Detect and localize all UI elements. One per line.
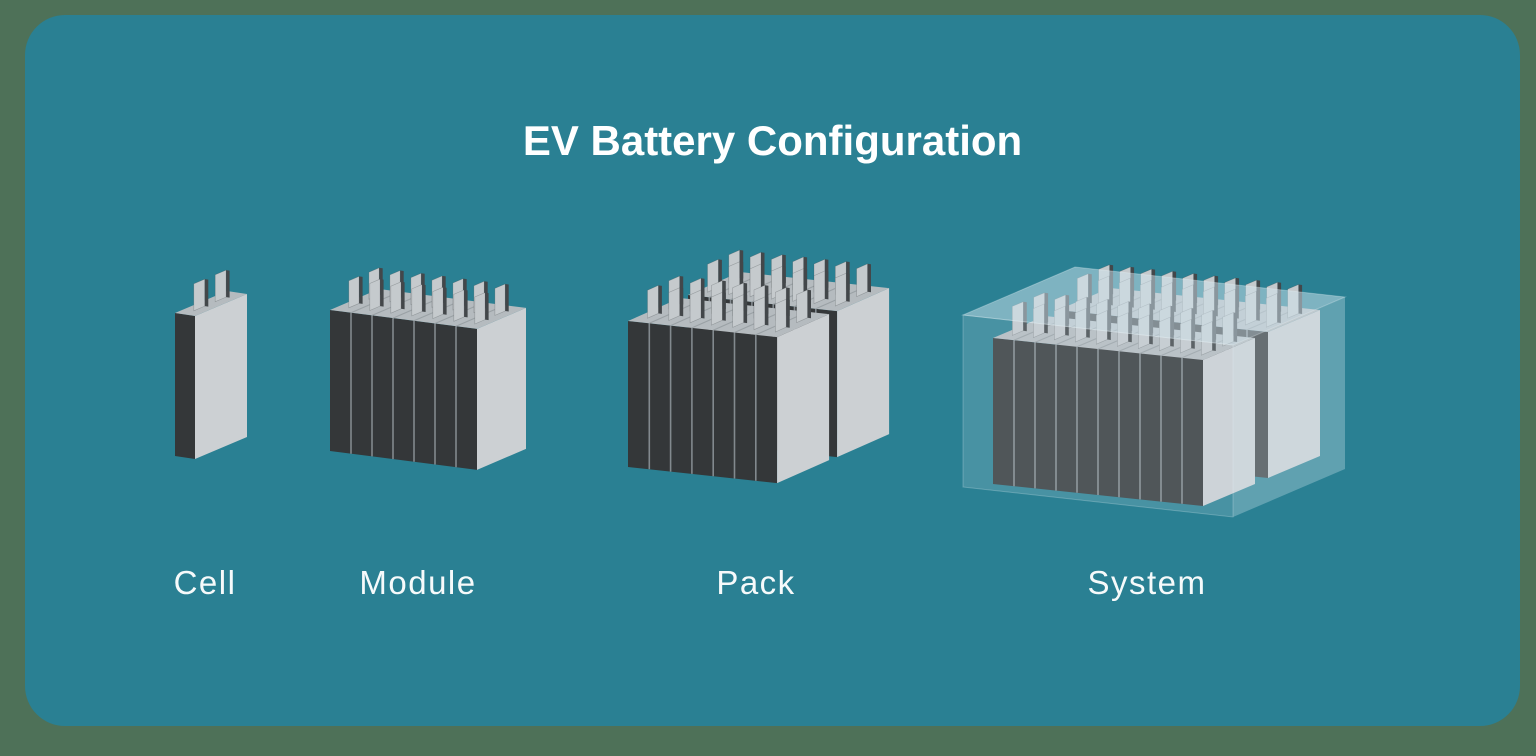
battery-module-stack-3d-icon xyxy=(330,267,526,470)
prismatic-battery-cell-3d-icon xyxy=(175,269,247,459)
stage-label-module: Module xyxy=(359,564,477,601)
battery-system-enclosure-3d-icon xyxy=(961,264,1347,518)
stage-label-system: System xyxy=(1087,564,1207,601)
page-title: EV Battery Configuration xyxy=(522,117,1023,164)
stage-label-cell: Cell xyxy=(173,564,237,601)
diagram-card: EV Battery Configuration Cell Module Pac… xyxy=(25,15,1520,726)
stage-label-pack: Pack xyxy=(716,564,796,601)
battery-pack-dual-module-3d-icon xyxy=(628,249,890,484)
